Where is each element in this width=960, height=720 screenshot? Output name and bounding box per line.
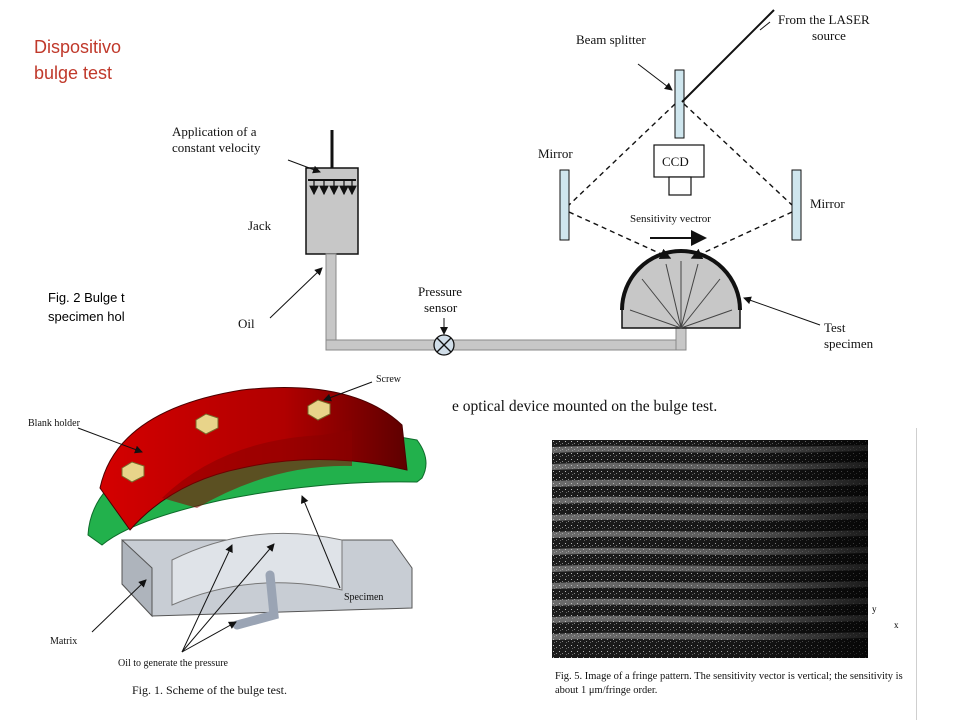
side-caption-line2: specimen hol (48, 309, 125, 324)
screw-icons (121, 399, 331, 483)
slide-title: Dispositivo bulge test (34, 34, 121, 86)
label-matrix: Matrix (50, 636, 77, 647)
optical-device-caption: the optical device mounted on the bulge … (440, 398, 718, 415)
label-oil: Oil (238, 316, 255, 331)
label-application-line1: Application of a (172, 124, 257, 139)
matrix-cavity (171, 532, 343, 606)
label-screw: Screw (376, 374, 402, 385)
side-figure-caption: Fig. 2 Bulge t specimen hol (48, 288, 125, 326)
fringe-caption: Fig. 5. Image of a fringe pattern. The s… (555, 671, 903, 696)
label-test-line1: Test (824, 320, 846, 335)
label-blank-holder: Blank holder (28, 418, 81, 429)
label-jack: Jack (248, 218, 272, 233)
label-laser-line2: source (812, 28, 846, 43)
oil-inlet-pipe (232, 570, 279, 630)
label-ccd: CCD (662, 154, 689, 169)
oil-pipe-horizontal (325, 339, 687, 351)
label-application-line2: constant velocity (172, 140, 261, 155)
side-caption-line1: Fig. 2 Bulge t (48, 290, 125, 305)
label-pressure-line1: Pressure (418, 284, 462, 299)
fringe-axis-x-label: x (894, 620, 899, 630)
label-oil-pressure: Oil to generate the pressure (118, 658, 229, 669)
beam-splitter (674, 69, 685, 139)
fringe-pattern-image (552, 440, 868, 658)
bulge-scheme-figure: Screw Blank holder Specimen Matrix Oil t… (22, 370, 452, 710)
slide-title-line1: Dispositivo (34, 37, 122, 57)
optical-device-diagram: Beam splitter From the LASER source Appl… (172, 9, 874, 356)
mirror-left (559, 169, 570, 241)
oil-pipe-vertical (325, 253, 337, 351)
fringe-pattern-svg (552, 440, 868, 658)
label-test-line2: specimen (824, 336, 874, 351)
label-beam-splitter: Beam splitter (576, 32, 646, 47)
label-mirror-right: Mirror (810, 196, 845, 211)
fringe-axis-y-label: y (872, 604, 877, 614)
laser-beam (681, 9, 775, 103)
label-pressure-line2: sensor (424, 300, 458, 315)
label-mirror-left: Mirror (538, 146, 573, 161)
figure-divider (916, 428, 917, 720)
label-specimen: Specimen (344, 592, 383, 603)
bulge-scheme-caption: Fig. 1. Scheme of the bulge test. (132, 683, 287, 697)
mirror-right (791, 169, 802, 241)
slide-title-line2: bulge test (34, 63, 113, 83)
bulge-scheme-diagram: Screw Blank holder Specimen Matrix Oil t… (28, 374, 427, 697)
oil-pipe-riser (675, 327, 687, 351)
optical-device-figure: Beam splitter From the LASER source Appl… (160, 0, 920, 365)
label-laser-line1: From the LASER (778, 12, 870, 27)
label-sensitivity: Sensitivity vectror (630, 213, 711, 225)
